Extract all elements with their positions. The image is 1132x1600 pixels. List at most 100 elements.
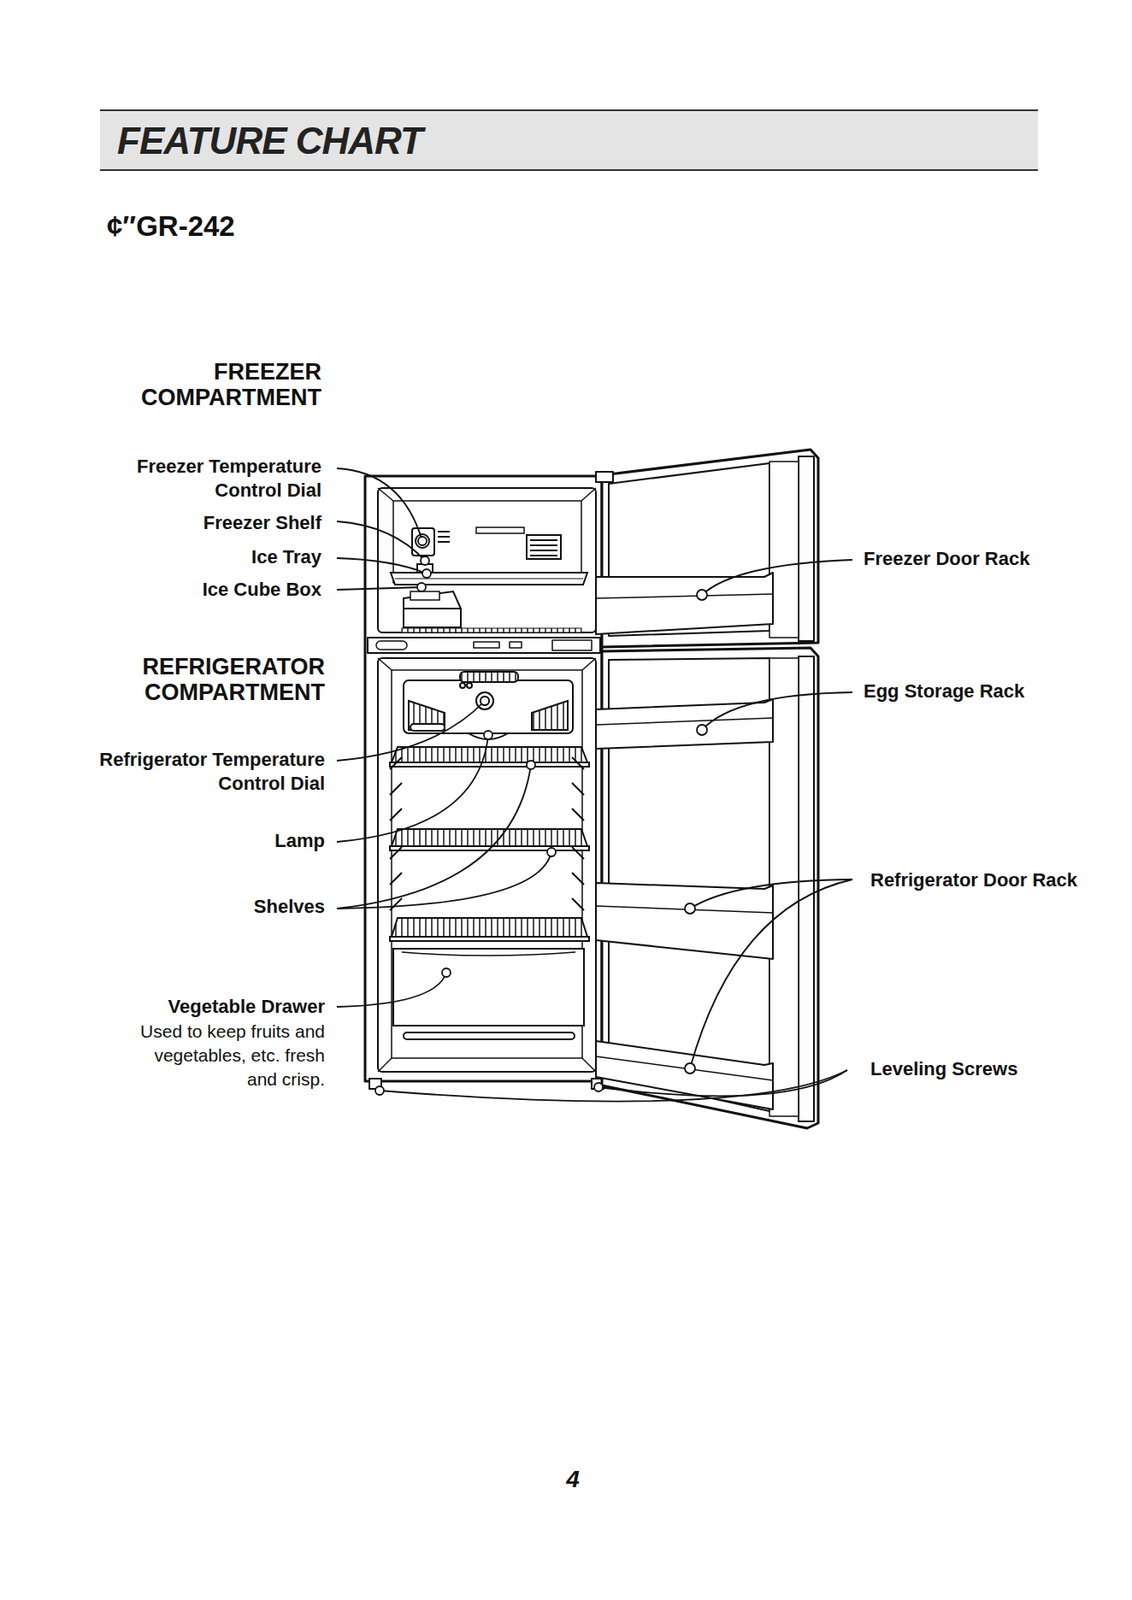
leader-line bbox=[689, 879, 853, 909]
leader-line bbox=[598, 1070, 848, 1097]
freezer-interior bbox=[403, 591, 461, 628]
callout-dot bbox=[422, 569, 431, 578]
refrigerator-interior bbox=[410, 724, 445, 732]
cabinet bbox=[376, 641, 407, 650]
refrigerator-interior bbox=[391, 747, 588, 763]
part-label: Ice Cube Box bbox=[82, 577, 322, 602]
leader-line bbox=[336, 852, 552, 909]
cabinet bbox=[377, 488, 596, 633]
part-label: Refrigerator Temperature Control Dial bbox=[29, 748, 325, 796]
leader-line bbox=[336, 765, 531, 909]
cabinet bbox=[365, 476, 604, 1090]
refrigerator-interior bbox=[459, 683, 466, 689]
cabinet bbox=[377, 658, 596, 1073]
cabinet bbox=[377, 488, 394, 502]
freezer-door bbox=[595, 471, 614, 483]
freezer-interior bbox=[530, 549, 558, 552]
callout-dot bbox=[483, 731, 493, 740]
callout-dot bbox=[684, 1063, 696, 1074]
section-heading: FREEZER COMPARTMENT bbox=[90, 359, 322, 411]
part-label: Leveling Screws bbox=[870, 1057, 1119, 1082]
refrigerator-door bbox=[595, 1056, 773, 1081]
refrigerator-door bbox=[595, 648, 819, 1129]
callout-dot bbox=[480, 696, 490, 706]
callout-dot bbox=[696, 589, 708, 601]
freezer-interior bbox=[530, 539, 558, 542]
freezer-interior bbox=[437, 541, 450, 543]
refrigerator-interior bbox=[389, 757, 402, 911]
refrigerator-interior bbox=[571, 757, 584, 911]
refrigerator-interior bbox=[389, 672, 590, 1040]
freezer-interior bbox=[437, 536, 450, 538]
part-label: Egg Storage Rack bbox=[863, 679, 1112, 704]
freezer-door bbox=[769, 461, 799, 638]
leader-line bbox=[701, 560, 853, 596]
refrigerator-interior bbox=[531, 701, 568, 731]
cabinet bbox=[473, 642, 500, 649]
freezer-interior bbox=[395, 578, 584, 580]
cabinet bbox=[393, 501, 582, 584]
refrigerator-interior bbox=[391, 918, 588, 938]
title-band: FEATURE CHART bbox=[100, 109, 1038, 171]
freezer-interior bbox=[403, 607, 461, 610]
refrigerator-interior bbox=[466, 683, 472, 689]
refrigerator-interior bbox=[459, 672, 519, 683]
page-number: 4 bbox=[555, 1465, 590, 1495]
cabinet bbox=[377, 658, 392, 671]
section-heading: REFRIGERATOR COMPARTMENT bbox=[94, 654, 325, 706]
leader-line bbox=[336, 521, 425, 561]
chart-title: FEATURE CHART bbox=[117, 119, 423, 163]
cabinet bbox=[377, 1058, 392, 1073]
cabinet bbox=[581, 488, 596, 502]
leader-line bbox=[336, 735, 489, 843]
callout-dot bbox=[375, 536, 708, 1096]
callout-dot bbox=[594, 1083, 603, 1092]
callout-dot bbox=[442, 968, 451, 978]
callout-dot bbox=[526, 760, 536, 770]
freezer-interior bbox=[526, 535, 561, 560]
callout-dot bbox=[417, 583, 426, 592]
part-description: Used to keep fruits and vegetables, etc.… bbox=[129, 1019, 325, 1092]
leader-line bbox=[336, 972, 447, 1008]
part-label: Freezer Temperature Control Dial bbox=[82, 454, 322, 503]
part-label: Lamp bbox=[85, 829, 325, 854]
callout-dot bbox=[547, 848, 556, 857]
callout-dot bbox=[420, 556, 430, 566]
freezer-interior bbox=[410, 591, 440, 601]
freezer-door bbox=[595, 594, 773, 599]
leader-line bbox=[379, 1070, 848, 1103]
freezer-interior bbox=[437, 530, 450, 533]
cabinet bbox=[582, 658, 596, 671]
refrigerator-interior bbox=[401, 952, 576, 956]
freezer-interior bbox=[415, 534, 430, 549]
refrigerator-interior bbox=[403, 680, 573, 734]
refrigerator-interior bbox=[408, 701, 445, 731]
refrigerator-door bbox=[595, 718, 773, 726]
leader-line bbox=[336, 587, 422, 590]
callout-dot bbox=[418, 536, 427, 546]
part-label: Refrigerator Door Rack bbox=[870, 868, 1080, 893]
leader-line bbox=[336, 701, 485, 761]
part-label: Freezer Door Rack bbox=[863, 547, 1112, 572]
freezer-door bbox=[798, 456, 814, 642]
cabinet bbox=[509, 642, 522, 649]
refrigerator-door bbox=[595, 699, 773, 749]
leader-line bbox=[336, 468, 853, 1103]
freezer-interior bbox=[476, 527, 525, 534]
refrigerator-interior bbox=[480, 696, 490, 706]
cabinet bbox=[552, 640, 592, 651]
freezer-interior bbox=[401, 628, 582, 633]
callout-dot bbox=[375, 1086, 384, 1096]
part-label: Freezer Shelf bbox=[82, 511, 322, 536]
refrigerator-interior bbox=[393, 949, 584, 1026]
refrigerator-interior bbox=[389, 937, 590, 942]
part-label: Vegetable Drawer bbox=[85, 995, 325, 1020]
cabinet bbox=[365, 476, 602, 1082]
model-number: ¢″GR-242 bbox=[106, 210, 364, 243]
freezer-interior bbox=[390, 527, 588, 633]
part-label: Ice Tray bbox=[82, 545, 322, 570]
freezer-interior bbox=[530, 554, 558, 557]
cabinet bbox=[367, 637, 601, 654]
refrigerator-door bbox=[595, 1041, 773, 1110]
